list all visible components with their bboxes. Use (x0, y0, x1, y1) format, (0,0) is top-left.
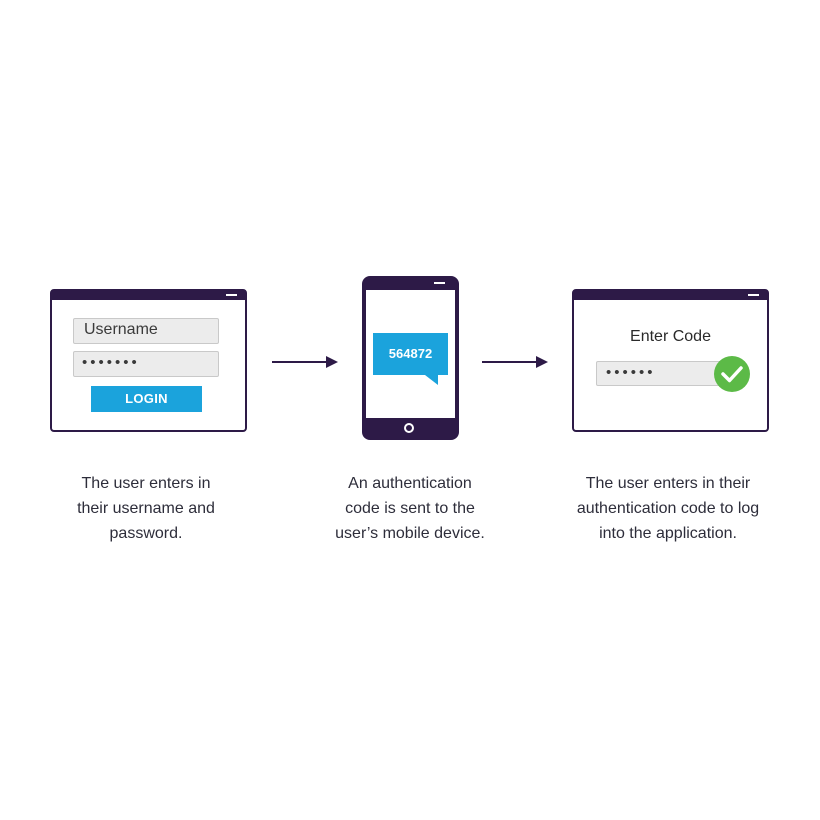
username-field[interactable]: Username (73, 318, 219, 344)
step3-caption: The user enters in their authentication … (558, 471, 778, 546)
caption-line: The user enters in (81, 475, 211, 492)
enter-code-title: Enter Code (630, 328, 711, 345)
caption-line: The user enters in their (585, 475, 751, 492)
arrow-right-icon (272, 356, 338, 368)
minimize-icon (226, 294, 237, 296)
authentication-code: 564872 (388, 346, 433, 361)
chat-bubble-tail (425, 375, 438, 385)
arrow-right-icon (482, 356, 548, 368)
caption-line: An authentication (348, 475, 472, 492)
caption-line: into the application. (599, 525, 737, 542)
code-field[interactable]: •••••• (596, 361, 722, 386)
caption-line: their username and (77, 500, 215, 517)
minimize-icon (748, 294, 759, 296)
chat-bubble-icon: 564872 (373, 333, 448, 375)
phone-speaker (434, 282, 445, 284)
enter-code-window: Enter Code •••••• (572, 289, 769, 432)
login-window: Username ••••••• LOGIN (50, 289, 247, 432)
checkmark-icon (714, 356, 750, 392)
caption-line: user’s mobile device. (335, 525, 485, 542)
step1-caption: The user enters in their username and pa… (36, 471, 256, 546)
caption-line: authentication code to log (576, 500, 760, 517)
caption-line: code is sent to the (345, 500, 475, 517)
caption-line: password. (109, 525, 183, 542)
step2-caption: An authentication code is sent to the us… (300, 471, 520, 546)
login-button[interactable]: LOGIN (91, 386, 202, 412)
password-field[interactable]: ••••••• (73, 351, 219, 377)
home-button-icon (404, 423, 414, 433)
